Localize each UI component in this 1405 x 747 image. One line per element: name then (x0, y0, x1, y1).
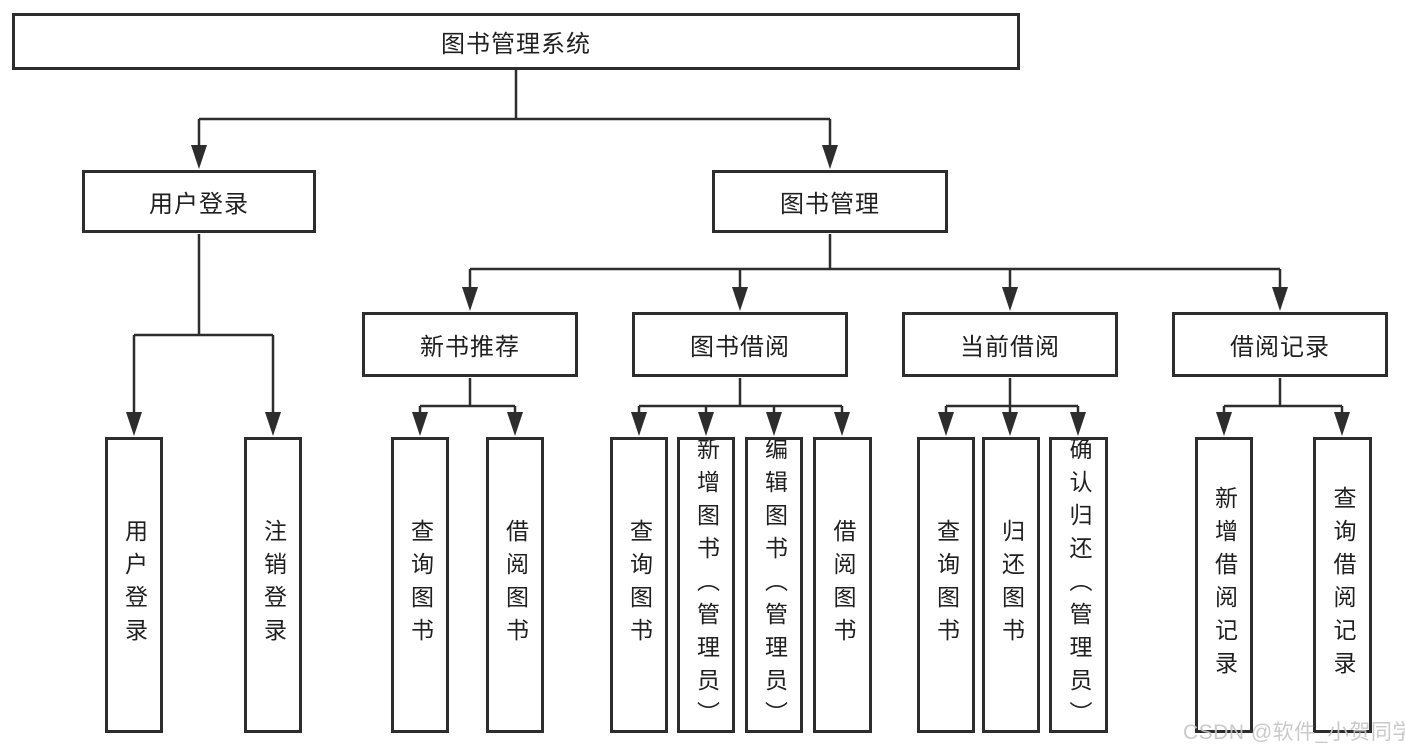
leaf-recommend-borrow-books: 借阅图书 (486, 437, 544, 733)
tree-edges (132, 70, 1344, 417)
leaf-records-query-record-label: 查询借阅记录 (1330, 486, 1356, 684)
node-borrowing-records: 借阅记录 (1172, 312, 1388, 377)
leaf-user-login: 用户登录 (105, 437, 163, 733)
leaf-logout-label: 注销登录 (260, 519, 287, 651)
node-book-borrowing: 图书借阅 (632, 312, 848, 377)
leaf-current-confirm-return-admin-label: 确认归还（管理员） (1066, 437, 1092, 733)
leaf-borrowing-add-books-admin: 新增图书（管理员） (677, 437, 735, 733)
leaf-recommend-query-books-label: 查询图书 (407, 519, 434, 651)
node-current-borrowing: 当前借阅 (902, 312, 1118, 377)
node-user-login-branch: 用户登录 (82, 170, 316, 233)
leaf-records-add-record: 新增借阅记录 (1195, 437, 1253, 733)
arrowhead-icons (126, 145, 1350, 436)
leaf-current-return-books-label: 归还图书 (998, 519, 1025, 651)
leaf-borrowing-query-books: 查询图书 (610, 437, 668, 733)
leaf-borrowing-add-books-admin-label: 新增图书（管理员） (693, 437, 720, 733)
node-library-management-system: 图书管理系统 (12, 13, 1020, 70)
leaf-borrowing-borrow-books-label: 借阅图书 (830, 519, 856, 651)
leaf-records-add-record-label: 新增借阅记录 (1211, 486, 1238, 684)
leaf-records-query-record: 查询借阅记录 (1313, 437, 1372, 733)
leaf-current-query-books-label: 查询图书 (933, 519, 960, 651)
leaf-borrowing-query-books-label: 查询图书 (626, 519, 653, 651)
leaf-recommend-borrow-books-label: 借阅图书 (502, 519, 529, 651)
leaf-current-confirm-return-admin: 确认归还（管理员） (1049, 437, 1108, 733)
leaf-current-return-books: 归还图书 (982, 437, 1040, 733)
node-book-management-branch: 图书管理 (712, 170, 948, 233)
leaf-logout: 注销登录 (244, 437, 302, 733)
leaf-borrowing-borrow-books: 借阅图书 (813, 437, 872, 733)
node-new-book-recommendation: 新书推荐 (362, 312, 578, 377)
leaf-borrowing-edit-books-admin: 编辑图书（管理员） (745, 437, 803, 733)
csdn-watermark: CSDN @软件_小贺同学 (1183, 721, 1405, 744)
leaf-recommend-query-books: 查询图书 (391, 437, 449, 733)
leaf-current-query-books: 查询图书 (917, 437, 975, 733)
leaf-user-login-label: 用户登录 (121, 519, 148, 651)
leaf-borrowing-edit-books-admin-label: 编辑图书（管理员） (761, 437, 788, 733)
